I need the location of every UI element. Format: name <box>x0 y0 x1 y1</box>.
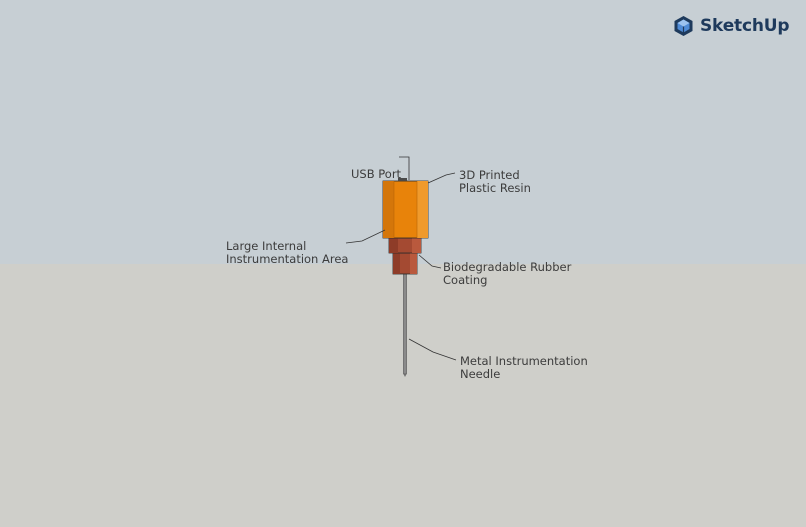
plastic-resin-leader <box>427 172 456 184</box>
needle-leader <box>408 338 457 361</box>
needle-label: Metal Instrumentation Needle <box>460 354 588 381</box>
usb-port[interactable] <box>398 178 407 181</box>
sketchup-brand: SketchUp <box>673 13 790 39</box>
sketchup-logo-icon <box>674 16 693 36</box>
usb-port-leader <box>399 156 410 180</box>
rubber-collar-upper[interactable] <box>388 237 422 254</box>
leader-lines <box>345 156 457 361</box>
rubber-collar-lower[interactable] <box>392 252 418 275</box>
usb-port-label: USB Port <box>351 167 402 181</box>
ground-plane <box>0 264 806 527</box>
printed-resin-body[interactable] <box>382 180 429 239</box>
metal-needle[interactable] <box>403 273 407 377</box>
plastic-resin-label: 3D Printed Plastic Resin <box>459 168 531 195</box>
internal-area-leader <box>345 229 386 244</box>
rubber-coating-label: Biodegradable Rubber Coating <box>443 260 572 287</box>
brand-name: SketchUp <box>700 16 790 36</box>
rubber-coating-leader <box>418 254 442 269</box>
internal-area-label: Large Internal Instrumentation Area <box>226 239 349 266</box>
